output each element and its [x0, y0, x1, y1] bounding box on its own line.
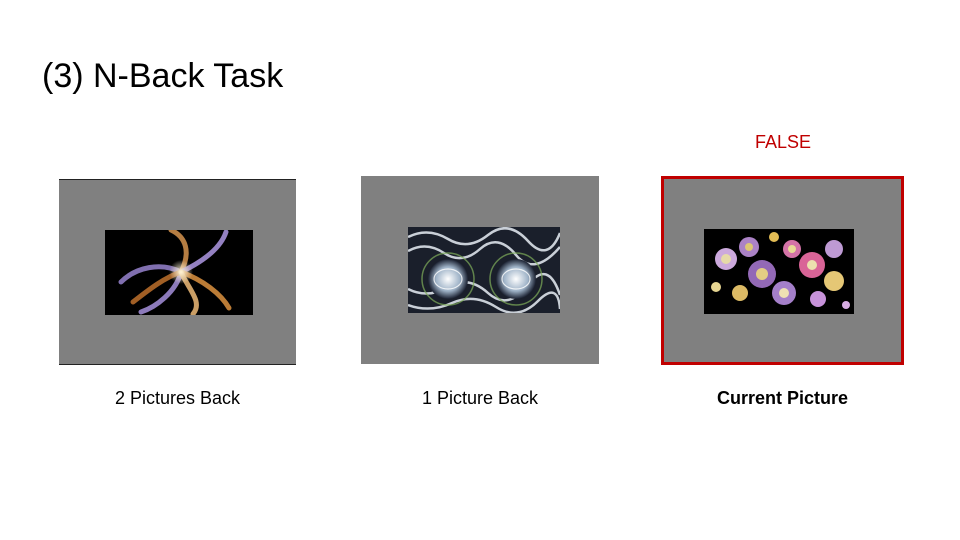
fractal-flower-graphic	[704, 229, 854, 314]
fractal-swirl-graphic	[105, 230, 253, 315]
fractal-image-current	[704, 229, 854, 314]
caption-1-picture-back: 1 Picture Back	[421, 388, 539, 408]
picture-panel-2-back	[59, 179, 296, 365]
caption-current-picture: Current Picture	[716, 388, 849, 408]
fractal-spiral-graphic	[408, 227, 560, 313]
answer-status: FALSE	[754, 132, 812, 152]
caption-2-pictures-back: 2 Pictures Back	[114, 388, 241, 408]
slide-title: (3) N-Back Task	[42, 57, 284, 95]
fractal-image-1-back	[408, 227, 560, 313]
fractal-image-2-back	[105, 230, 253, 315]
picture-panel-1-back	[361, 176, 599, 364]
picture-panel-current	[661, 176, 904, 365]
